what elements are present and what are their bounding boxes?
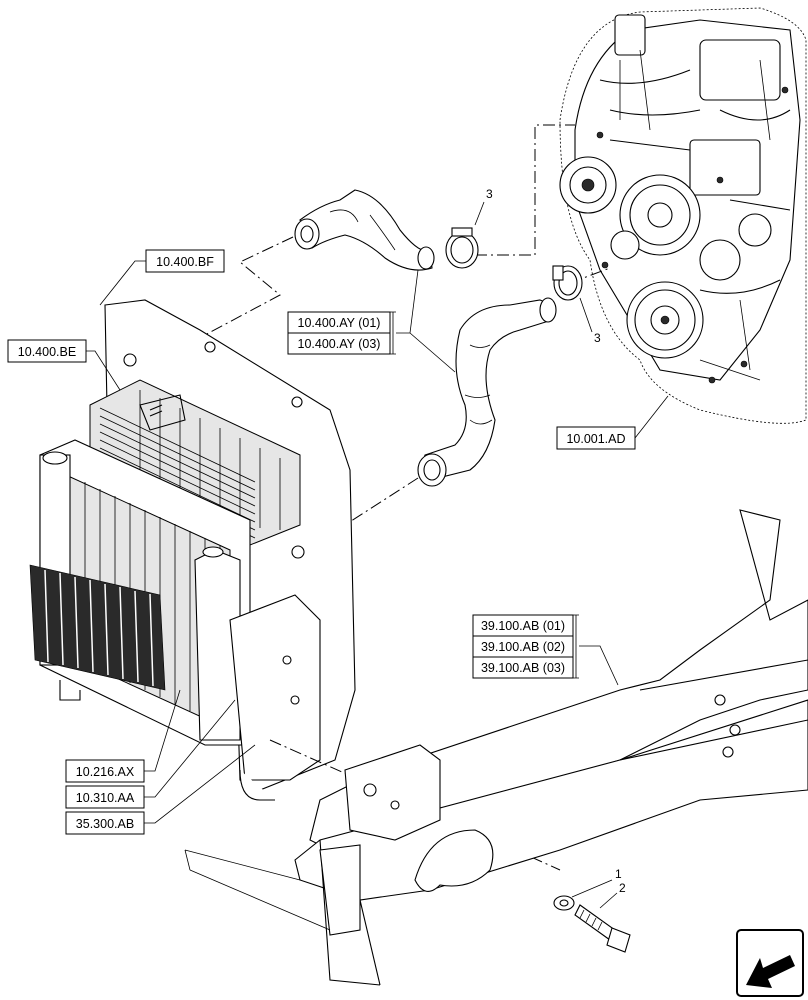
callout-10-216-ax[interactable]: 10.216.AX [65,759,145,783]
callout-label: 39.100.AB (02) [481,640,565,654]
item-number-washer: 1 [615,867,622,881]
callout-label: 10.216.AX [76,765,135,779]
bolt [574,904,631,953]
engine-illustration [559,7,807,424]
washer [553,895,575,911]
cooling-package [29,299,356,801]
callout-10-001-ad[interactable]: 10.001.AD [556,426,636,450]
callout-label: 10.400.AY (01) [298,316,381,330]
lower-hose [417,297,557,487]
callout-label: 10.001.AD [566,432,625,446]
callout-label: 35.300.AB [76,817,134,831]
item-number-clamp-lower: 3 [594,331,601,345]
callout-label: 39.100.AB (01) [481,619,565,633]
item-number-clamp-upper: 3 [486,187,493,201]
callout-label: 10.400.AY (03) [298,337,381,351]
callout-label: 10.400.BE [18,345,76,359]
upper-hose [294,189,435,271]
callout-10-400-bf[interactable]: 10.400.BF [145,249,225,273]
callout-35-300-ab[interactable]: 35.300.AB [65,811,145,835]
bolt-heads [596,86,789,384]
callout-label: 10.310.AA [76,791,135,805]
callout-10-310-aa[interactable]: 10.310.AA [65,785,145,809]
callout-10-400-ay[interactable]: 10.400.AY (01) 10.400.AY (03) [287,311,391,355]
callout-39-100-ab[interactable]: 39.100.AB (01) 39.100.AB (02) 39.100.AB … [472,614,574,679]
oil-cooler-fins [44,569,154,687]
callout-label: 39.100.AB (03) [481,661,565,675]
hose-clamp-lower [552,265,583,301]
hose-clamp-upper [445,227,479,269]
item-number-bolt: 2 [619,881,626,895]
callout-label: 10.400.BF [156,255,214,269]
next-page-arrow-icon[interactable] [736,929,804,997]
frame-rail [184,509,808,986]
callout-10-400-be[interactable]: 10.400.BE [7,339,87,363]
